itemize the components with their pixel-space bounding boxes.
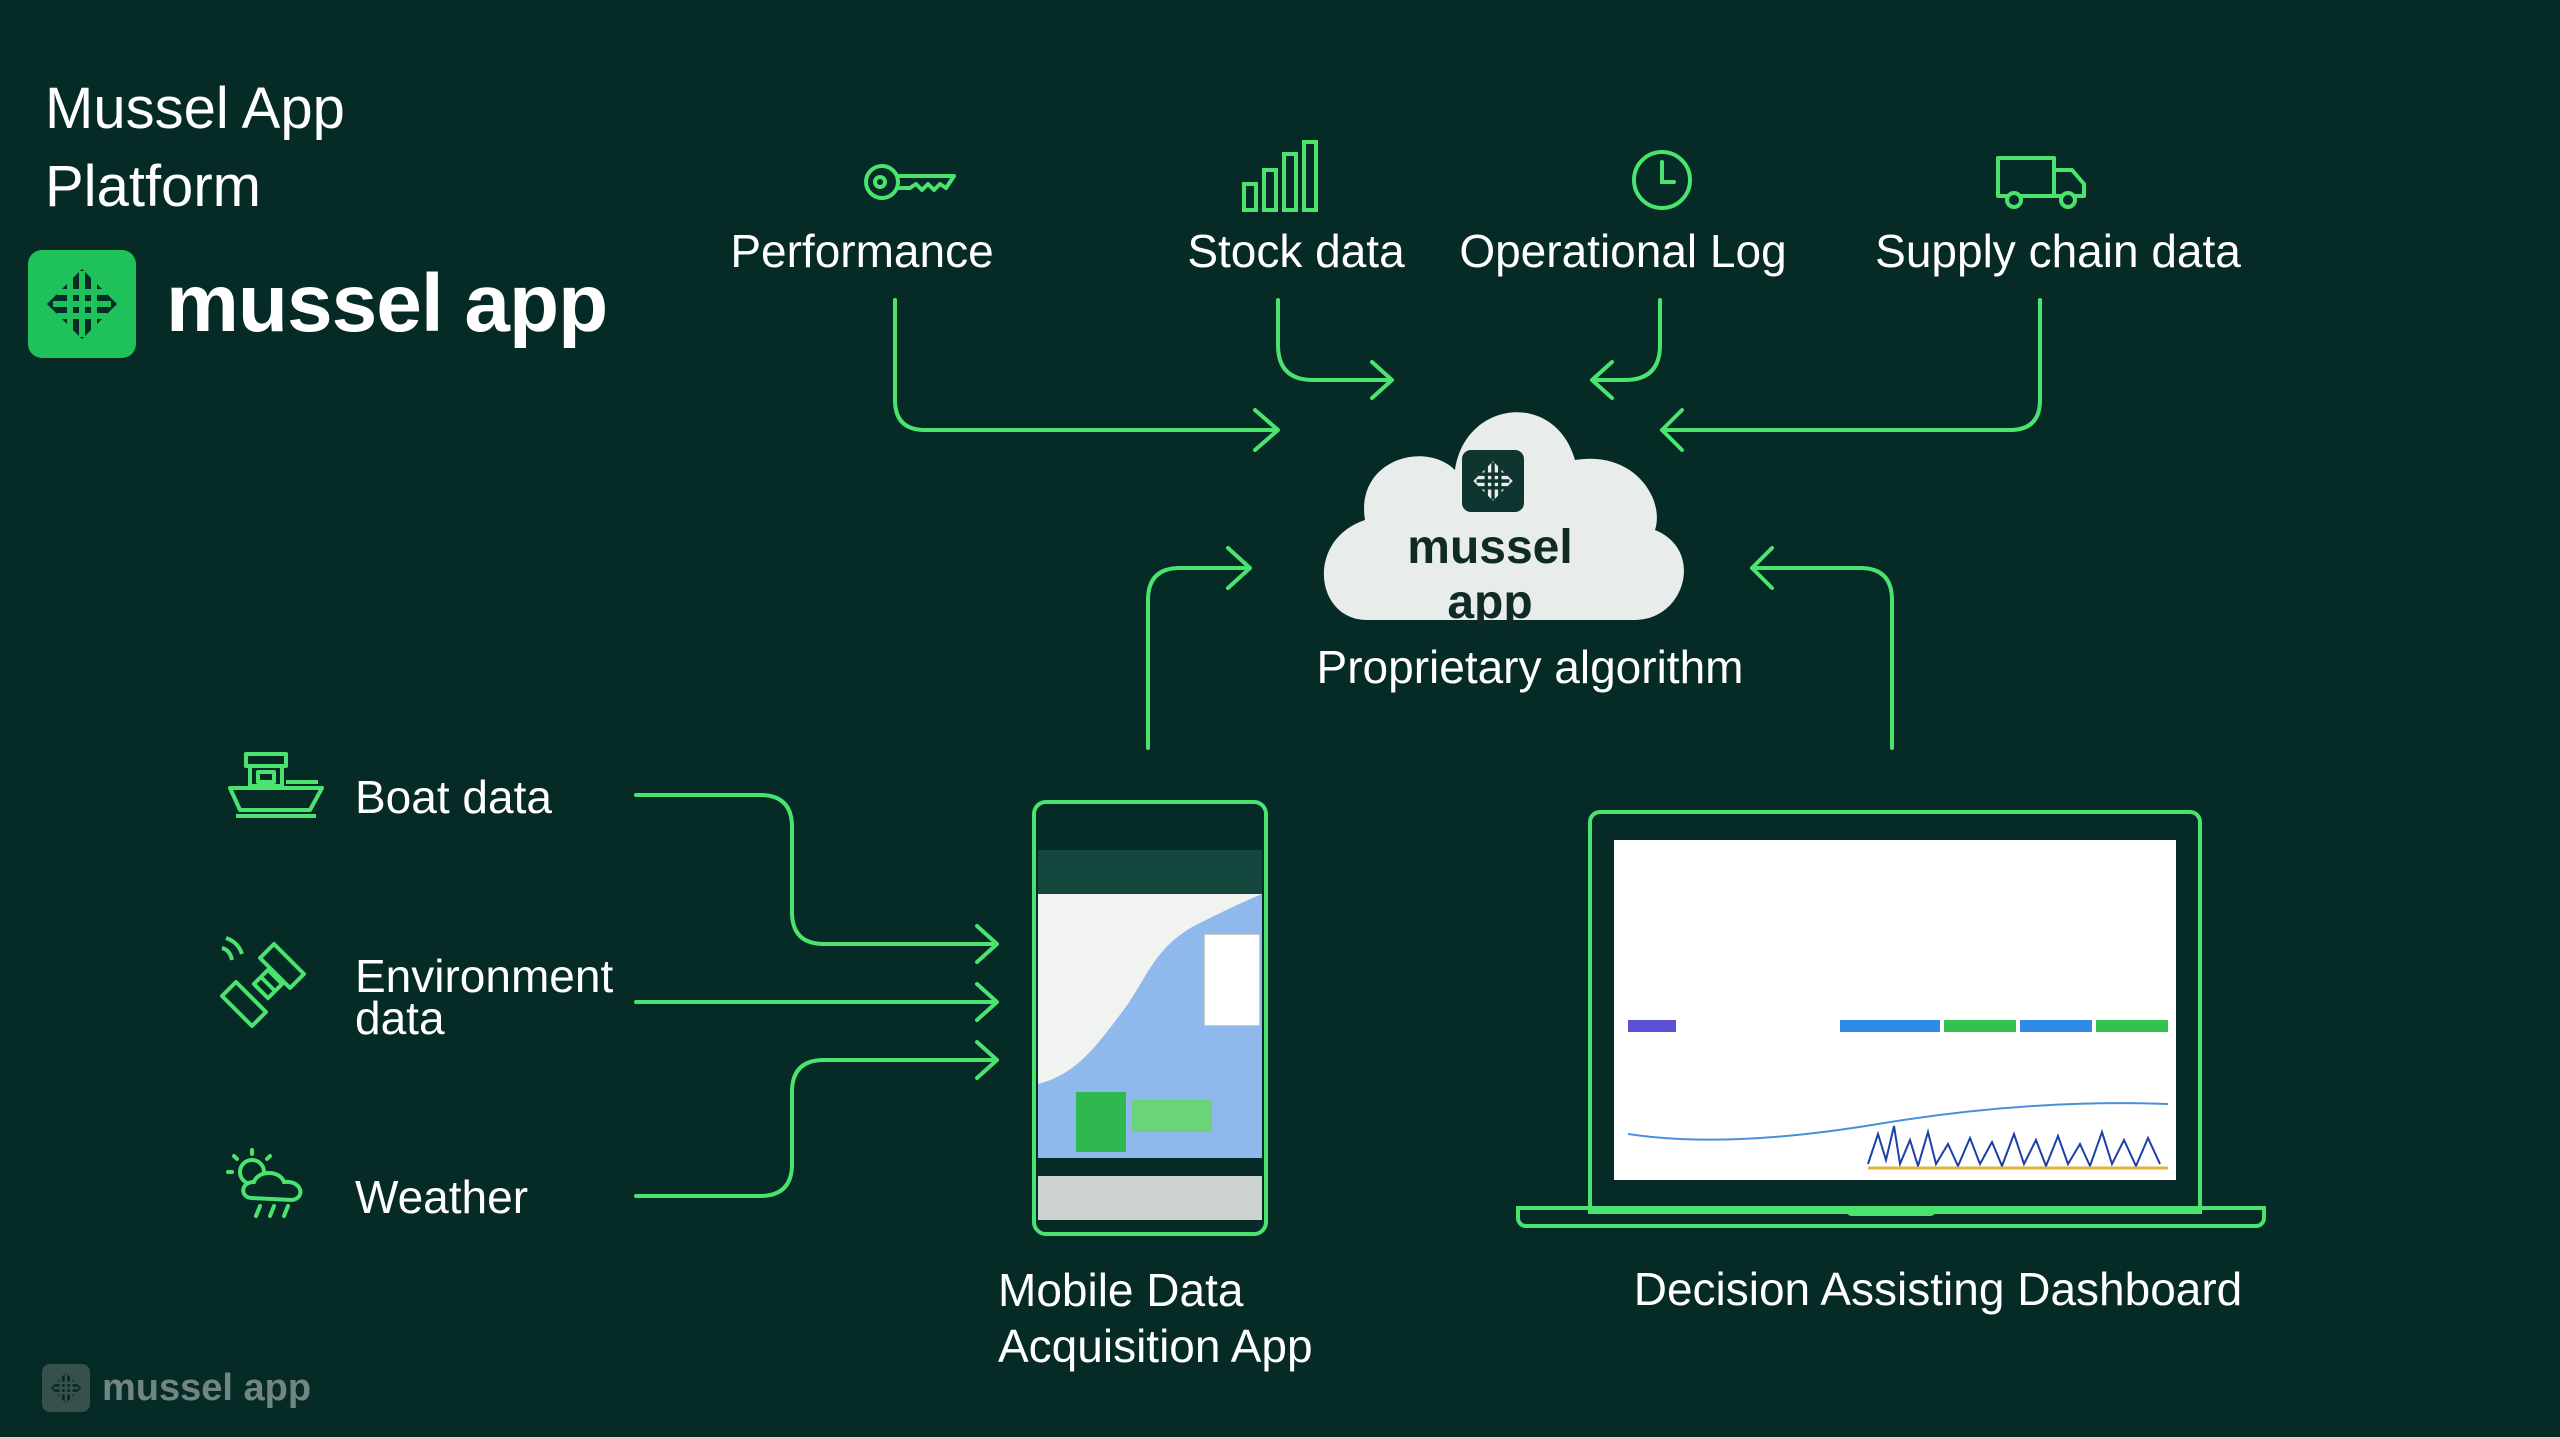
phone-plot-green-2 — [1132, 1100, 1212, 1132]
arrow-performance — [893, 298, 1277, 432]
footer-brand: mussel app — [42, 1364, 311, 1412]
label-performance: Performance — [730, 225, 994, 277]
label-dashboard: Decision Assisting Dashboard — [1633, 1263, 2243, 1315]
label-stock-data: Stock data — [1187, 225, 1405, 277]
label-environment-data: Environment data — [355, 950, 614, 1044]
phone-legend-panel — [1204, 934, 1260, 1026]
arrow-weather — [634, 1058, 998, 1198]
laptop-notch — [1846, 1206, 1936, 1216]
dashboard-button-blue — [1840, 1020, 1940, 1032]
cloud-shape — [1305, 380, 1695, 635]
label-mobile-line-1: Mobile Data — [998, 1264, 1244, 1316]
dashboard-screen — [1614, 840, 2176, 1180]
label-environment-line-2: data — [355, 992, 445, 1044]
label-boat-data: Boat data — [355, 771, 552, 823]
phone-app-header — [1038, 850, 1262, 894]
brand-logo: mussel app — [28, 250, 608, 358]
label-weather: Weather — [355, 1171, 529, 1223]
dashboard-chart — [1628, 1102, 2168, 1170]
label-environment-line-1: Environment — [355, 950, 614, 1002]
dashboard-button-green-2 — [2096, 1020, 2168, 1032]
brand-name: mussel app — [166, 258, 608, 349]
title-line-1: Mussel App — [45, 76, 345, 141]
label-proprietary-algorithm: Proprietary algorithm — [1316, 641, 1744, 693]
phone-plot-green-1 — [1076, 1092, 1126, 1152]
title-line-2: Platform — [45, 154, 261, 219]
weather-icon — [222, 1148, 318, 1227]
label-mobile-app: Mobile Data Acquisition App — [998, 1262, 1313, 1374]
footer-logo-icon — [42, 1364, 90, 1412]
arrow-supply-chain — [1660, 298, 2042, 432]
dashboard-button-purple — [1628, 1020, 1676, 1032]
arrow-boat-data — [634, 793, 998, 946]
cloud-logo-icon — [1462, 450, 1524, 512]
arrow-dashboard-to-cloud — [1750, 566, 1894, 750]
satellite-icon — [218, 934, 318, 1039]
laptop-screen-frame — [1588, 810, 2202, 1214]
arrow-stock-data — [1276, 298, 1392, 382]
label-mobile-line-2: Acquisition App — [998, 1320, 1313, 1372]
key-icon — [862, 158, 958, 211]
bar-chart-icon — [1240, 140, 1324, 217]
phone-bottom-nav — [1038, 1176, 1262, 1220]
clock-icon — [1630, 148, 1694, 217]
arrow-operational-log — [1591, 298, 1662, 382]
laptop-base — [1516, 1206, 2266, 1228]
slide-title: Mussel App Platform — [45, 70, 345, 226]
dashboard-button-green — [1944, 1020, 2016, 1032]
cloud-brand-name: mussel app — [1407, 521, 1573, 629]
arrow-mobile-to-cloud — [1146, 566, 1250, 750]
mussel-logo-icon — [28, 250, 136, 358]
boat-icon — [226, 748, 326, 823]
label-operational-log: Operational Log — [1459, 225, 1787, 277]
label-supply-chain-data: Supply chain data — [1875, 225, 2241, 277]
truck-icon — [1994, 154, 2090, 215]
phone-frame — [1032, 800, 1268, 1236]
dashboard-button-blue-2 — [2020, 1020, 2092, 1032]
footer-brand-name: mussel app — [102, 1366, 312, 1409]
